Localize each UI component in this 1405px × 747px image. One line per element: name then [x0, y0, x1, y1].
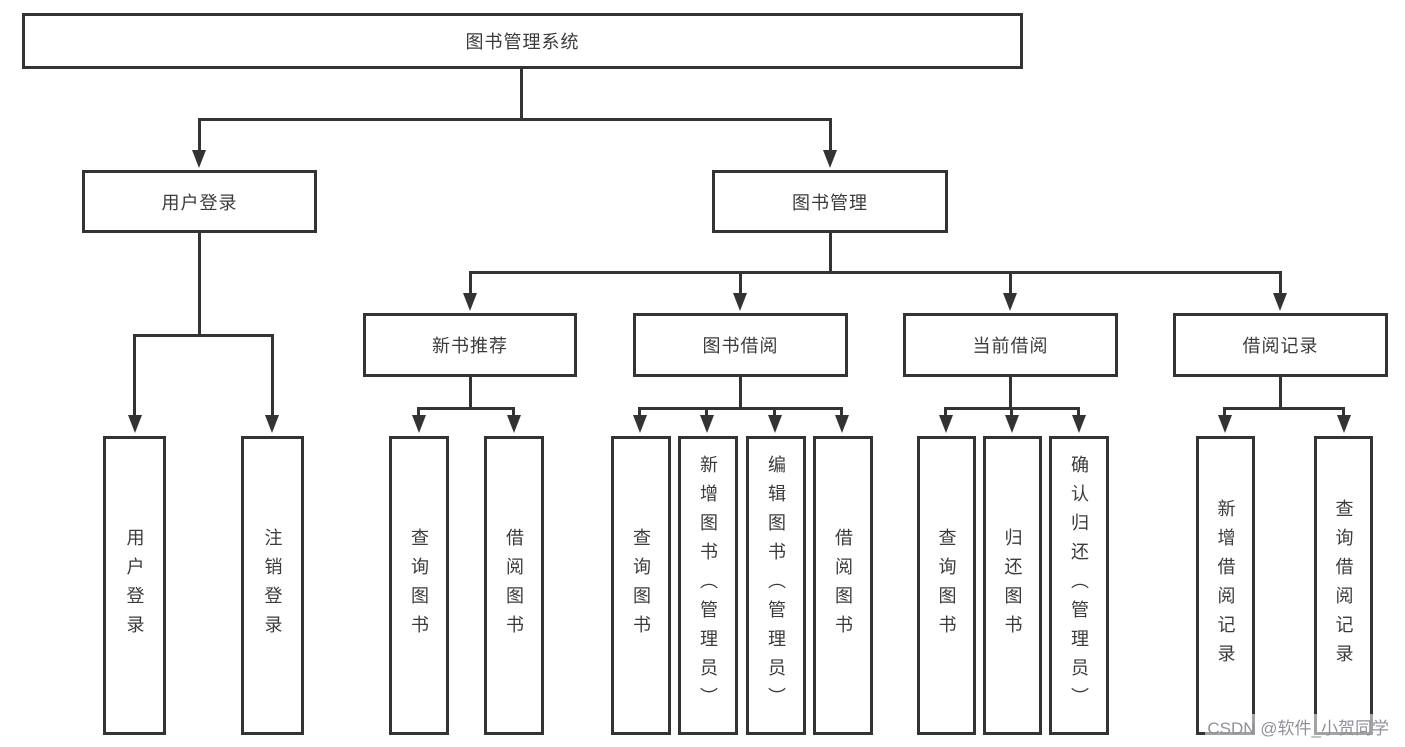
leaf-query-borrow-record: 查询借阅记录 [1314, 436, 1373, 735]
connector-line [638, 407, 641, 417]
connector-line [773, 407, 776, 417]
node-book-borrow-label: 图书借阅 [702, 336, 779, 356]
leaf-return-books: 归还图书 [983, 436, 1042, 735]
leaf-logout-label: 注销登录 [262, 527, 283, 644]
connector-line [133, 334, 136, 417]
arrowhead-down-icon [507, 415, 521, 433]
arrowhead-down-icon [412, 415, 426, 433]
connector-line [1077, 407, 1080, 417]
leaf-add-borrow-record-label: 新增借阅记录 [1215, 498, 1236, 673]
connector-line [638, 407, 843, 410]
connector-line [1010, 407, 1013, 417]
node-new-book-recommend-label: 新书推荐 [432, 336, 508, 356]
connector-line [1223, 407, 1345, 410]
leaf-add-books-admin-label: 新增图书（管理员） [698, 455, 718, 716]
connector-line [417, 407, 420, 417]
node-user-login-branch-label: 用户登录 [161, 192, 238, 213]
arrowhead-down-icon [733, 293, 747, 311]
csdn-watermark: CSDN @软件_小贺同学 [1205, 714, 1391, 739]
leaf-confirm-return-admin: 确认归还（管理员） [1049, 436, 1109, 735]
leaf-return-books-label: 归还图书 [1002, 527, 1023, 644]
connector-line [829, 118, 832, 152]
arrowhead-down-icon [192, 150, 206, 168]
leaf-borrow-books-label: 借阅图书 [833, 527, 853, 644]
connector-line [133, 334, 274, 337]
node-book-management-branch: 图书管理 [712, 170, 948, 233]
node-current-borrow: 当前借阅 [903, 313, 1118, 377]
connector-line [198, 118, 201, 152]
arrowhead-down-icon [1072, 415, 1086, 433]
leaf-add-borrow-record: 新增借阅记录 [1196, 436, 1255, 735]
leaf-current-query-books: 查询图书 [917, 436, 976, 735]
arrowhead-down-icon [1218, 415, 1232, 433]
connector-line [1279, 271, 1282, 295]
connector-line [829, 233, 832, 274]
arrowhead-down-icon [1273, 293, 1287, 311]
arrowhead-down-icon [633, 415, 647, 433]
connector-line [1009, 377, 1012, 410]
connector-line [417, 407, 515, 410]
node-root-label: 图书管理系统 [465, 32, 580, 52]
node-borrow-records-label: 借阅记录 [1242, 336, 1319, 356]
arrowhead-down-icon [700, 415, 714, 433]
arrowhead-down-icon [1003, 293, 1017, 311]
leaf-user-login: 用户登录 [103, 436, 166, 735]
arrowhead-down-icon [463, 293, 477, 311]
leaf-recommend-query-books: 查询图书 [389, 436, 449, 735]
connector-line [1009, 271, 1012, 295]
connector-line [1279, 377, 1282, 410]
connector-line [271, 334, 274, 417]
leaf-recommend-borrow-books-label: 借阅图书 [504, 527, 524, 644]
connector-line [1223, 407, 1226, 417]
connector-line [739, 271, 742, 295]
leaf-add-books-admin: 新增图书（管理员） [678, 436, 738, 735]
leaf-user-login-label: 用户登录 [124, 527, 145, 644]
arrowhead-down-icon [1005, 415, 1019, 433]
leaf-borrow-query-books: 查询图书 [611, 436, 671, 735]
node-book-borrow: 图书借阅 [633, 313, 848, 377]
arrowhead-down-icon [939, 415, 953, 433]
arrowhead-down-icon [835, 415, 849, 433]
leaf-recommend-borrow-books: 借阅图书 [484, 436, 544, 735]
leaf-recommend-query-books-label: 查询图书 [409, 527, 429, 644]
connector-line [739, 377, 742, 410]
node-new-book-recommend: 新书推荐 [363, 313, 577, 377]
leaf-query-borrow-record-label: 查询借阅记录 [1333, 498, 1354, 673]
leaf-borrow-books: 借阅图书 [813, 436, 873, 735]
leaf-edit-books-admin-label: 编辑图书（管理员） [766, 455, 786, 716]
connector-line [944, 407, 947, 417]
connector-line [198, 233, 201, 336]
arrowhead-down-icon [823, 150, 837, 168]
connector-line [512, 407, 515, 417]
arrowhead-down-icon [128, 415, 142, 433]
arrowhead-down-icon [1337, 415, 1351, 433]
connector-line [198, 118, 832, 121]
connector-line [469, 271, 472, 295]
leaf-confirm-return-admin-label: 确认归还（管理员） [1069, 455, 1089, 716]
node-user-login-branch: 用户登录 [82, 170, 317, 233]
arrowhead-down-icon [265, 415, 279, 433]
connector-line [469, 271, 1282, 274]
leaf-borrow-query-books-label: 查询图书 [631, 527, 651, 644]
node-book-management-branch-label: 图书管理 [792, 192, 868, 213]
connector-line [1342, 407, 1345, 417]
connector-line [469, 377, 472, 410]
leaf-logout: 注销登录 [241, 436, 304, 735]
leaf-edit-books-admin: 编辑图书（管理员） [746, 436, 806, 735]
arrowhead-down-icon [768, 415, 782, 433]
leaf-current-query-books-label: 查询图书 [936, 527, 957, 644]
node-root: 图书管理系统 [22, 13, 1023, 69]
connector-line [520, 68, 523, 121]
node-borrow-records: 借阅记录 [1173, 313, 1388, 377]
connector-line [840, 407, 843, 417]
connector-line [705, 407, 708, 417]
node-current-borrow-label: 当前借阅 [972, 336, 1049, 356]
